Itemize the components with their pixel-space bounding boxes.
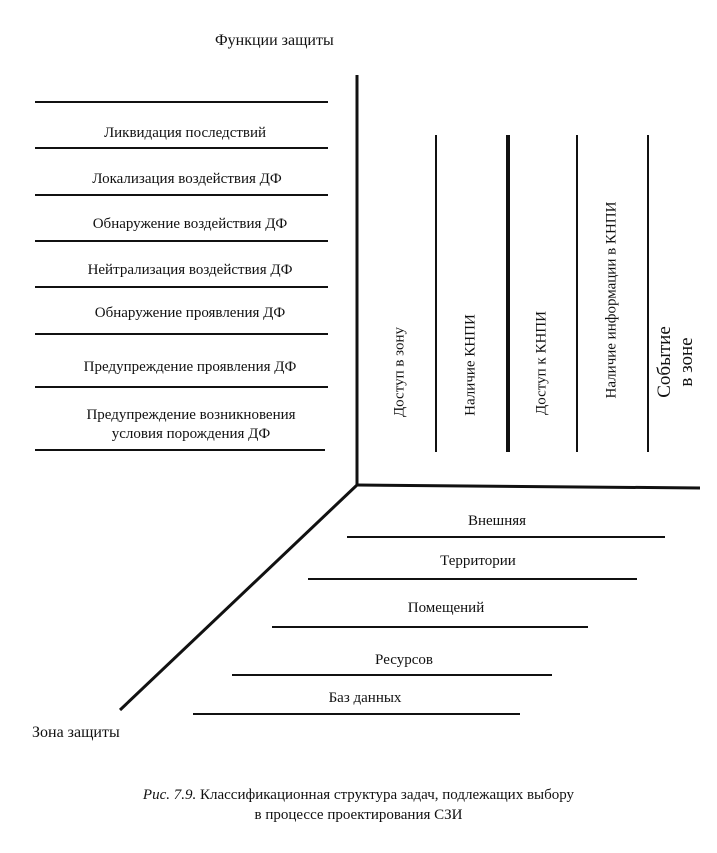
function-label: Предупреждение проявления ДФ xyxy=(83,359,297,375)
function-label-line: условия порождения ДФ xyxy=(111,426,271,442)
function-label: Обнаружение воздействия ДФ xyxy=(92,216,288,232)
caption-text-2: в процессе проектирования СЗИ xyxy=(254,807,463,823)
event-label: Наличие информации в КНПИ xyxy=(603,201,620,399)
function-label: Нейтрализация воздействия ДФ xyxy=(87,262,293,278)
event-type-label: Событие в зоне xyxy=(654,326,698,398)
zone-label: Ресурсов xyxy=(375,652,433,668)
caption-text-1: Классификационная структура задач, подле… xyxy=(200,787,575,803)
function-label: Локализация воздействия ДФ xyxy=(92,171,282,187)
function-label-line: Предупреждение возникновения xyxy=(86,407,296,423)
event-label: Доступ к КНПИ xyxy=(533,311,550,415)
event-label: Доступ в зону xyxy=(391,326,408,418)
function-label: Ликвидация последствий xyxy=(103,125,267,141)
caption-prefix: Рис. 7.9. xyxy=(142,787,197,803)
event-type-line: Событие xyxy=(654,326,675,398)
function-separators xyxy=(35,101,328,451)
zone-axis-title: Зона защиты xyxy=(32,724,120,741)
zone-label: Помещений xyxy=(407,600,485,616)
event-separators xyxy=(435,135,649,452)
zone-label: Территории xyxy=(440,553,516,569)
event-type-line: в зоне xyxy=(676,337,697,387)
event-label: Наличие КНПИ xyxy=(462,314,479,416)
zone-separators xyxy=(193,536,665,715)
function-label-multiline: Предупреждение возникновения условия пор… xyxy=(41,406,341,444)
events-axis xyxy=(356,483,701,490)
zone-label: Внешняя xyxy=(467,513,527,529)
function-label: Обнаружение проявления ДФ xyxy=(94,305,286,321)
functions-axis-title: Функции защиты xyxy=(215,32,334,49)
figure-caption: Рис. 7.9. Классификационная структура за… xyxy=(0,785,717,825)
caption-line-1: Рис. 7.9. Классификационная структура за… xyxy=(0,785,717,805)
zone-axis xyxy=(118,483,359,712)
zone-label: Баз данных xyxy=(328,690,402,706)
